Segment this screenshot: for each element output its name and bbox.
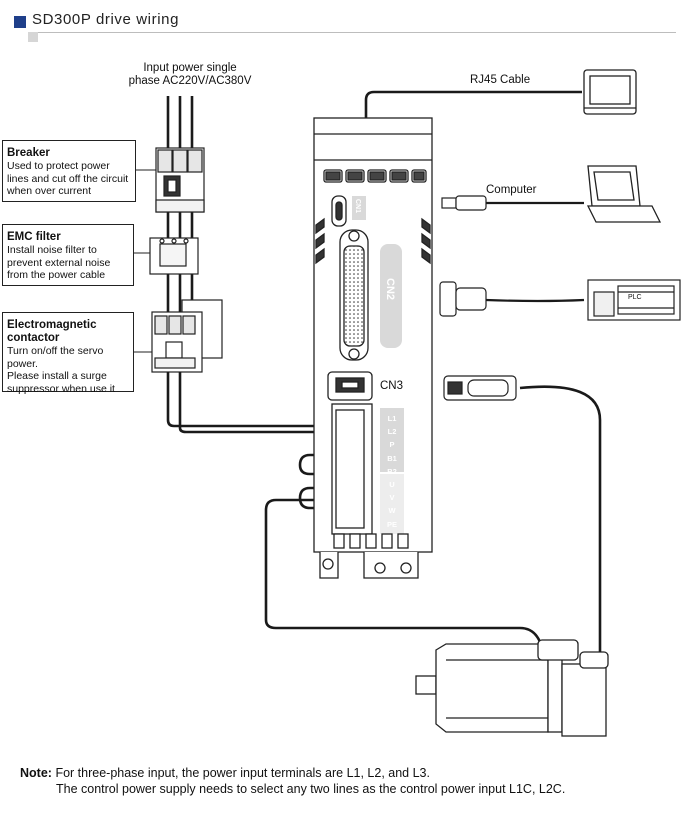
emc-filter-device <box>149 237 199 275</box>
breaker-line1: Used to protect power <box>7 160 110 172</box>
cn3-label: CN3 <box>380 380 404 392</box>
note-line1: For three-phase input, the power input t… <box>55 766 430 780</box>
terminal-u: U <box>389 480 395 490</box>
terminal-b2: B2 <box>387 466 397 476</box>
contactor-device <box>151 299 223 373</box>
terminal-p: P <box>389 440 395 450</box>
contactor-title-line2: contactor <box>7 332 60 344</box>
rj45-cable <box>364 90 582 118</box>
rj45-label: RJ45 Cable <box>470 74 531 86</box>
terminal-v: V <box>389 493 395 503</box>
header-divider <box>28 32 676 33</box>
breaker-line2: lines and cut off the circuit <box>7 172 129 185</box>
contactor-line3: suppressor when use it <box>7 382 115 395</box>
cn2-label: CN2 <box>384 278 396 301</box>
contactor-line1: Turn on/off the servo power. <box>7 345 104 370</box>
page-title: SD300P drive wiring <box>32 11 180 28</box>
plc-label: PLC <box>628 294 642 301</box>
computer-label: Computer <box>486 184 537 196</box>
terminal-l1: L1 <box>387 414 397 423</box>
power-to-drive-wires <box>166 372 338 434</box>
emc-filter-line2: prevent external noise <box>7 256 111 269</box>
hmi-monitor <box>583 69 637 115</box>
header-square-icon <box>14 16 26 28</box>
breaker-device <box>155 147 205 213</box>
encoder-plug <box>443 375 517 401</box>
contactor-title-line1: Electromagnetic <box>7 319 97 331</box>
plc-device <box>587 279 681 321</box>
laptop-computer <box>586 165 662 223</box>
terminal-b1: B1 <box>387 453 397 463</box>
emc-filter-callout: EMC filter Install noise filter to preve… <box>2 224 134 286</box>
note-line2: The control power supply needs to select… <box>56 782 566 796</box>
terminal-pe: PE <box>386 519 397 529</box>
callout-lines <box>132 169 156 353</box>
motor-power-cable <box>264 498 550 657</box>
breaker-line3: when over current <box>7 185 92 197</box>
terminal-l2: L2 <box>387 427 397 437</box>
header-tab-decoration <box>28 32 38 42</box>
db-connector <box>439 281 487 317</box>
input-power-line2: phase AC220V/AC380V <box>128 75 252 87</box>
encoder-cable <box>519 385 602 655</box>
emc-filter-line1: Install noise filter to <box>7 244 97 256</box>
usb-connector <box>441 195 487 211</box>
servo-motor <box>415 639 609 737</box>
contactor-callout: Electromagnetic contactor Turn on/off th… <box>2 312 134 395</box>
input-power-line1: Input power single <box>143 62 237 74</box>
input-power-wires <box>166 96 194 312</box>
note-key: Note: <box>20 766 52 780</box>
servo-drive <box>313 117 433 579</box>
emc-filter-line3: from the power cable <box>7 269 106 281</box>
terminal-labels: L1 L2 P B1 B2 U V W PE <box>380 412 404 531</box>
terminal-w: W <box>388 506 396 516</box>
emc-filter-title: EMC filter <box>7 231 61 243</box>
braking-loops <box>298 453 346 510</box>
input-power-label: Input power single phase AC220V/AC380V <box>120 62 260 88</box>
computer-cable <box>485 201 585 303</box>
cn1-label: CN1 <box>354 199 361 214</box>
contactor-line2: Please install a surge <box>7 370 107 382</box>
breaker-title: Breaker <box>7 147 50 159</box>
breaker-callout: Breaker Used to protect power lines and … <box>2 140 136 202</box>
note-block: Note: For three-phase input, the power i… <box>20 765 565 797</box>
